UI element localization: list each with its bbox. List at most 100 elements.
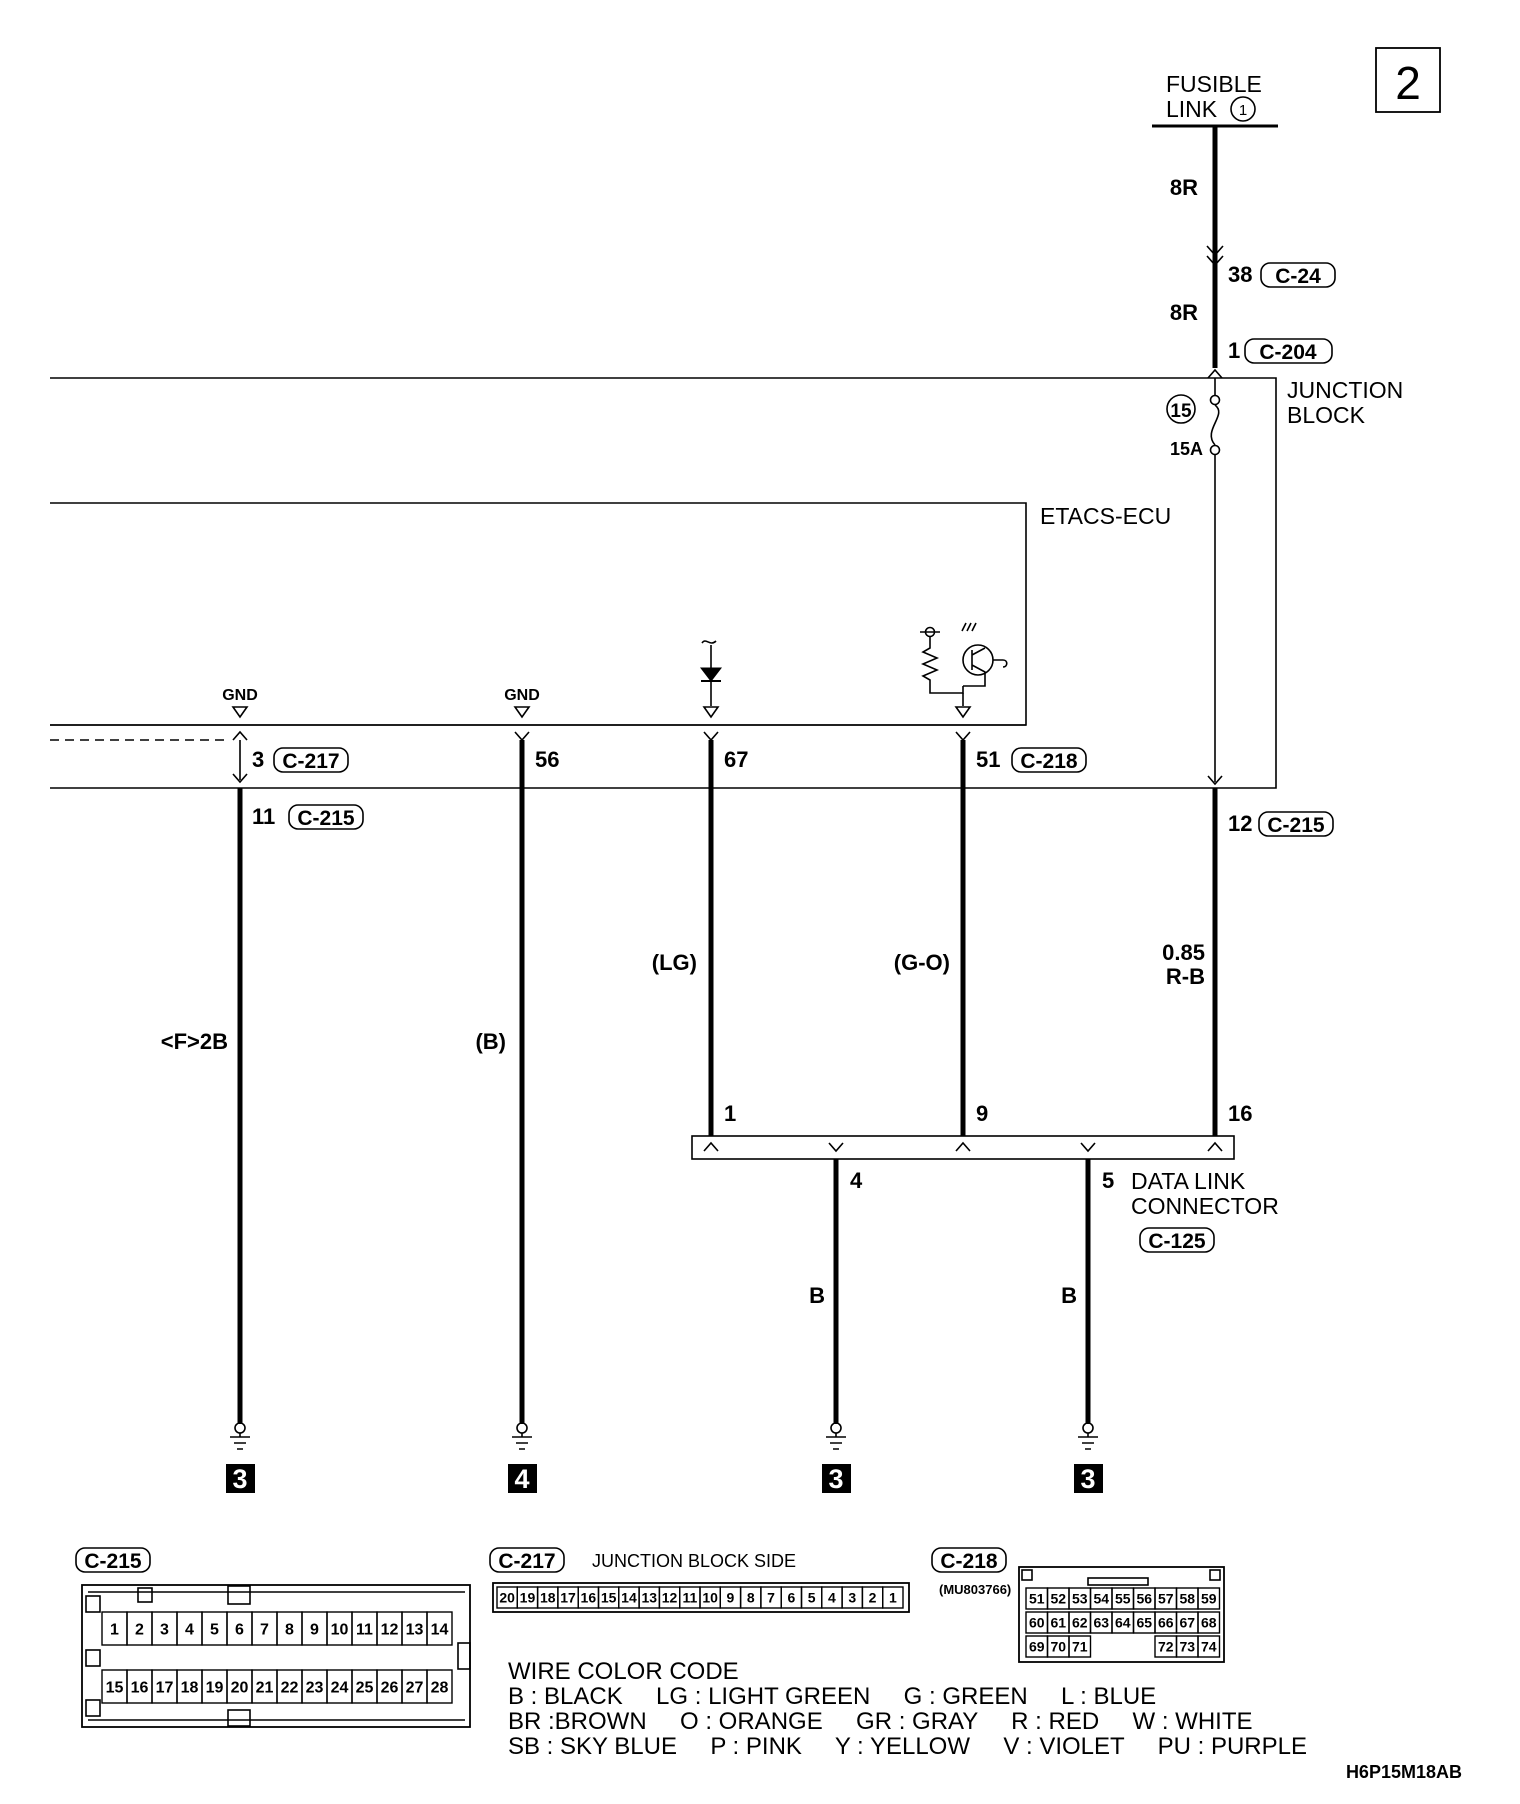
wire-label-b-4: B [809, 1283, 825, 1308]
pin-3: 3 [252, 747, 264, 772]
connector-pin-label: 19 [206, 1679, 224, 1696]
connector-pin-label: 4 [185, 1621, 194, 1638]
connector-pin-label: 51 [1029, 1591, 1045, 1607]
connector-c215a: C-215 [297, 807, 355, 830]
dlc-mark-16 [1207, 1141, 1223, 1152]
connector-pin-label: 74 [1201, 1639, 1217, 1655]
connector-pin-label: 72 [1158, 1639, 1174, 1655]
wire-color-code-line-2: BR :BROWN O : ORANGE GR : GRAY R : RED W… [508, 1708, 1253, 1735]
connector-pin-label: 6 [235, 1621, 244, 1638]
transistor-output-triangle [954, 706, 972, 719]
fuse-rating: 15A [1170, 439, 1203, 459]
wire-label-go: (G-O) [894, 950, 950, 975]
wire-label-b-56: (B) [475, 1029, 506, 1054]
connector-c215b-box [1258, 811, 1334, 837]
connector-pin-label: 11 [682, 1590, 697, 1606]
connector-c215b: C-215 [1267, 814, 1325, 837]
wire-label-8r-a: 8R [1170, 175, 1198, 200]
connector-pin-label: 14 [621, 1590, 637, 1606]
page-number-box [1375, 47, 1441, 113]
connector-c218: C-218 [1020, 750, 1078, 773]
pin-38: 38 [1228, 262, 1252, 287]
terminal-3-arrow [232, 773, 248, 784]
connector-pin-label: 6 [787, 1590, 795, 1606]
connector-cell [1068, 1635, 1092, 1658]
connector-cell [882, 1586, 904, 1609]
wire-color-code-title: WIRE COLOR CODE [508, 1658, 739, 1685]
connector-pin-label: 61 [1050, 1615, 1066, 1631]
connector-pin-label: 7 [767, 1590, 775, 1606]
connector-pin-label: 58 [1179, 1591, 1195, 1607]
pin-51: 51 [976, 747, 1000, 772]
connector-pin-label: 71 [1072, 1639, 1088, 1655]
connector-pin-label: 20 [499, 1590, 515, 1606]
connector-pin-label: 54 [1093, 1591, 1109, 1607]
page-number: 2 [1395, 57, 1421, 109]
connector-cell [1197, 1587, 1221, 1610]
signal-wave-icon [701, 640, 717, 644]
connector-pin-label: 25 [356, 1679, 374, 1696]
ground-symbol-1 [226, 1422, 255, 1493]
connector-pin-label: 56 [1136, 1591, 1152, 1607]
junction-block-label-2: BLOCK [1287, 402, 1366, 428]
connector-pin-label: 55 [1115, 1591, 1131, 1607]
junction-block-outline [50, 377, 1277, 789]
c215-tag-box [75, 1547, 151, 1573]
connector-pin-label: 8 [285, 1621, 294, 1638]
dlc-pin-5: 5 [1102, 1168, 1114, 1193]
c217-side-label: JUNCTION BLOCK SIDE [592, 1551, 796, 1571]
connector-pin-label: 9 [310, 1621, 319, 1638]
pin-1: 1 [1228, 338, 1240, 363]
c218-tag-box [931, 1547, 1007, 1573]
connector-pin-label: 2 [869, 1590, 877, 1606]
ground-number-3: 3 [828, 1464, 843, 1494]
connector-pin-label: 64 [1115, 1615, 1131, 1631]
connector-c218-box [1011, 747, 1087, 773]
connector-pin-label: 4 [828, 1590, 836, 1606]
connector-pin-label: 1 [889, 1590, 897, 1606]
connector-pin-label: 12 [381, 1621, 399, 1638]
dlc-pin-4: 4 [850, 1168, 863, 1193]
connector-c24-mark [1206, 245, 1224, 267]
diode-icon [699, 667, 723, 682]
ground-number-2: 4 [514, 1464, 529, 1494]
fuse-number-circle [1166, 394, 1196, 424]
terminal-3-mark [232, 730, 248, 741]
connector-cell [426, 1669, 453, 1704]
connector-pin-label: 69 [1029, 1639, 1045, 1655]
connector-pin-label: 1 [110, 1621, 119, 1638]
dlc-mark-9 [955, 1141, 971, 1152]
dlc-label-2: CONNECTOR [1131, 1193, 1279, 1219]
connector-pin-label: 68 [1201, 1615, 1217, 1631]
dlc-label-1: DATA LINK [1131, 1168, 1246, 1194]
ground-symbol-4 [1074, 1422, 1103, 1493]
wire-color-code-line-3: SB : SKY BLUE P : PINK Y : YELLOW V : VI… [508, 1733, 1307, 1760]
connector-c125: C-125 [1148, 1230, 1206, 1253]
connector-c204: C-204 [1259, 341, 1317, 364]
gnd-triangle-b [513, 706, 531, 719]
fuse-element [1210, 404, 1220, 446]
terminal-56-mark [514, 731, 530, 742]
connector-pin-label: 7 [260, 1621, 269, 1638]
connector-pin-label: 15 [106, 1679, 124, 1696]
connector-c217-box [273, 747, 349, 773]
gnd-label-a: GND [222, 687, 258, 704]
connector-c204-box [1244, 338, 1333, 364]
fusible-link-label-1: FUSIBLE [1166, 71, 1262, 97]
connector-c24-box [1260, 262, 1336, 288]
connector-pin-label: 17 [156, 1679, 174, 1696]
connector-pin-label: 23 [306, 1679, 324, 1696]
connector-c125-box [1139, 1227, 1215, 1253]
connector-pin-label: 8 [747, 1590, 755, 1606]
dlc-pin-1: 1 [724, 1101, 736, 1126]
dlc-pin-9: 9 [976, 1101, 988, 1126]
wire-label-8r-b: 8R [1170, 300, 1198, 325]
dlc-mark-4 [828, 1142, 844, 1153]
c215-tag: C-215 [84, 1550, 142, 1573]
dlc-pin-16: 16 [1228, 1101, 1252, 1126]
resistor-icon [920, 637, 964, 694]
